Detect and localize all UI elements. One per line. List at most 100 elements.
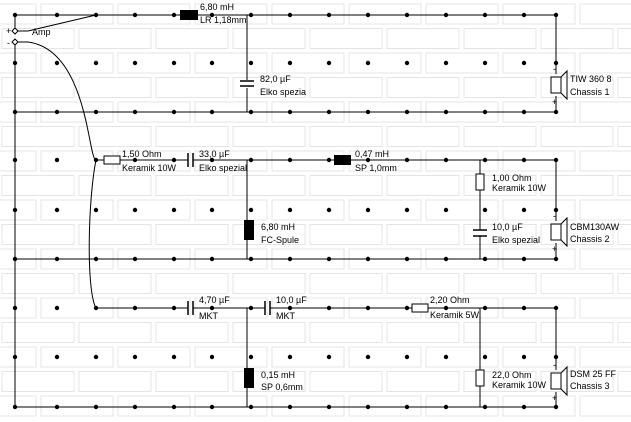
junction-dot [443, 60, 449, 66]
amp-input: + - Amp [6, 15, 51, 408]
background-grid [0, 3, 631, 417]
c3a-desc: MKT [199, 311, 219, 321]
background-brick [502, 52, 576, 74]
r3b-value: 22,0 Ohm [492, 370, 532, 380]
l3a-desc: SP 0,6mm [261, 382, 303, 392]
background-brick [1, 77, 75, 98]
speaker-2-minus: - [553, 211, 556, 221]
background-brick [155, 371, 229, 392]
l2b-value: 6,80 mH [261, 222, 295, 232]
background-brick [463, 175, 537, 196]
background-brick [617, 28, 631, 49]
junction-dot [248, 60, 254, 66]
background-brick [463, 28, 537, 49]
background-brick [117, 346, 191, 368]
background-brick [579, 101, 631, 123]
background-brick [271, 199, 345, 221]
background-brick [386, 322, 460, 343]
background-brick [617, 322, 631, 343]
background-brick [386, 126, 460, 147]
background-brick [425, 150, 499, 172]
background-brick [155, 126, 229, 147]
background-brick [78, 273, 152, 294]
background-brick [579, 297, 631, 319]
background-brick [40, 150, 114, 172]
background-brick [386, 371, 460, 392]
background-brick [309, 224, 383, 245]
background-brick [232, 371, 306, 392]
background-brick [232, 126, 306, 147]
background-brick [40, 52, 114, 74]
background-brick [194, 52, 268, 74]
background-brick [271, 395, 345, 417]
background-brick [348, 52, 422, 74]
junction-dot [132, 207, 138, 213]
r2b-value: 1,00 Ohm [492, 173, 532, 183]
background-brick [1, 175, 75, 196]
junction-dot [482, 354, 488, 360]
background-brick [579, 52, 631, 74]
background-brick [502, 199, 576, 221]
speaker-1-minus: - [553, 64, 556, 74]
background-brick [579, 3, 631, 25]
background-brick [78, 126, 152, 147]
junction-dot [443, 354, 449, 360]
junction-dot [521, 354, 527, 360]
junction-dot [404, 207, 410, 213]
background-brick [271, 346, 345, 368]
junction-dot [287, 207, 293, 213]
background-brick [502, 150, 576, 172]
junction-dot [365, 60, 371, 66]
background-brick [1, 224, 75, 245]
junction-dot [287, 60, 293, 66]
junction-dot [132, 354, 138, 360]
speaker-2-plus: + [552, 244, 557, 254]
background-brick [1, 273, 75, 294]
background-brick [232, 322, 306, 343]
junction-dot [54, 157, 60, 163]
c2a-desc: Elko spezial [199, 163, 247, 173]
background-brick [386, 224, 460, 245]
background-brick [309, 322, 383, 343]
background-brick [0, 150, 37, 172]
background-brick [386, 28, 460, 49]
junction-dot [93, 60, 99, 66]
input-plus-terminal [11, 27, 19, 35]
junction-dot [482, 60, 488, 66]
r2a-desc: Keramik 10W [122, 163, 177, 173]
speaker-3-plus: + [552, 393, 557, 403]
resistor-3a [411, 303, 429, 313]
junction-dot [93, 207, 99, 213]
background-brick [78, 28, 152, 49]
background-brick [309, 126, 383, 147]
background-brick [155, 273, 229, 294]
junction-dots [12, 12, 559, 410]
background-brick [617, 224, 631, 245]
capacitor-3b [264, 301, 271, 315]
background-brick [540, 322, 614, 343]
lr-desc: LR 1,18mm [200, 15, 247, 25]
background-brick [463, 322, 537, 343]
amp-label: Amp [32, 27, 51, 37]
background-brick [425, 346, 499, 368]
background-brick [194, 395, 268, 417]
junction-dot [209, 60, 215, 66]
background-brick [309, 371, 383, 392]
background-brick [425, 395, 499, 417]
background-brick [271, 52, 345, 74]
background-brick [386, 175, 460, 196]
background-brick [0, 346, 37, 368]
junction-dot [132, 60, 138, 66]
background-brick [463, 273, 537, 294]
l2a-value: 0,47 mH [355, 149, 389, 159]
background-brick [78, 224, 152, 245]
background-brick [40, 199, 114, 221]
speaker-1-plus: + [552, 97, 557, 107]
background-brick [540, 28, 614, 49]
speaker-3-chassis: Chassis 3 [570, 381, 610, 391]
junction-dot [248, 207, 254, 213]
junction-dot [209, 207, 215, 213]
background-brick [579, 346, 631, 368]
input-bus-curve [27, 14, 97, 309]
